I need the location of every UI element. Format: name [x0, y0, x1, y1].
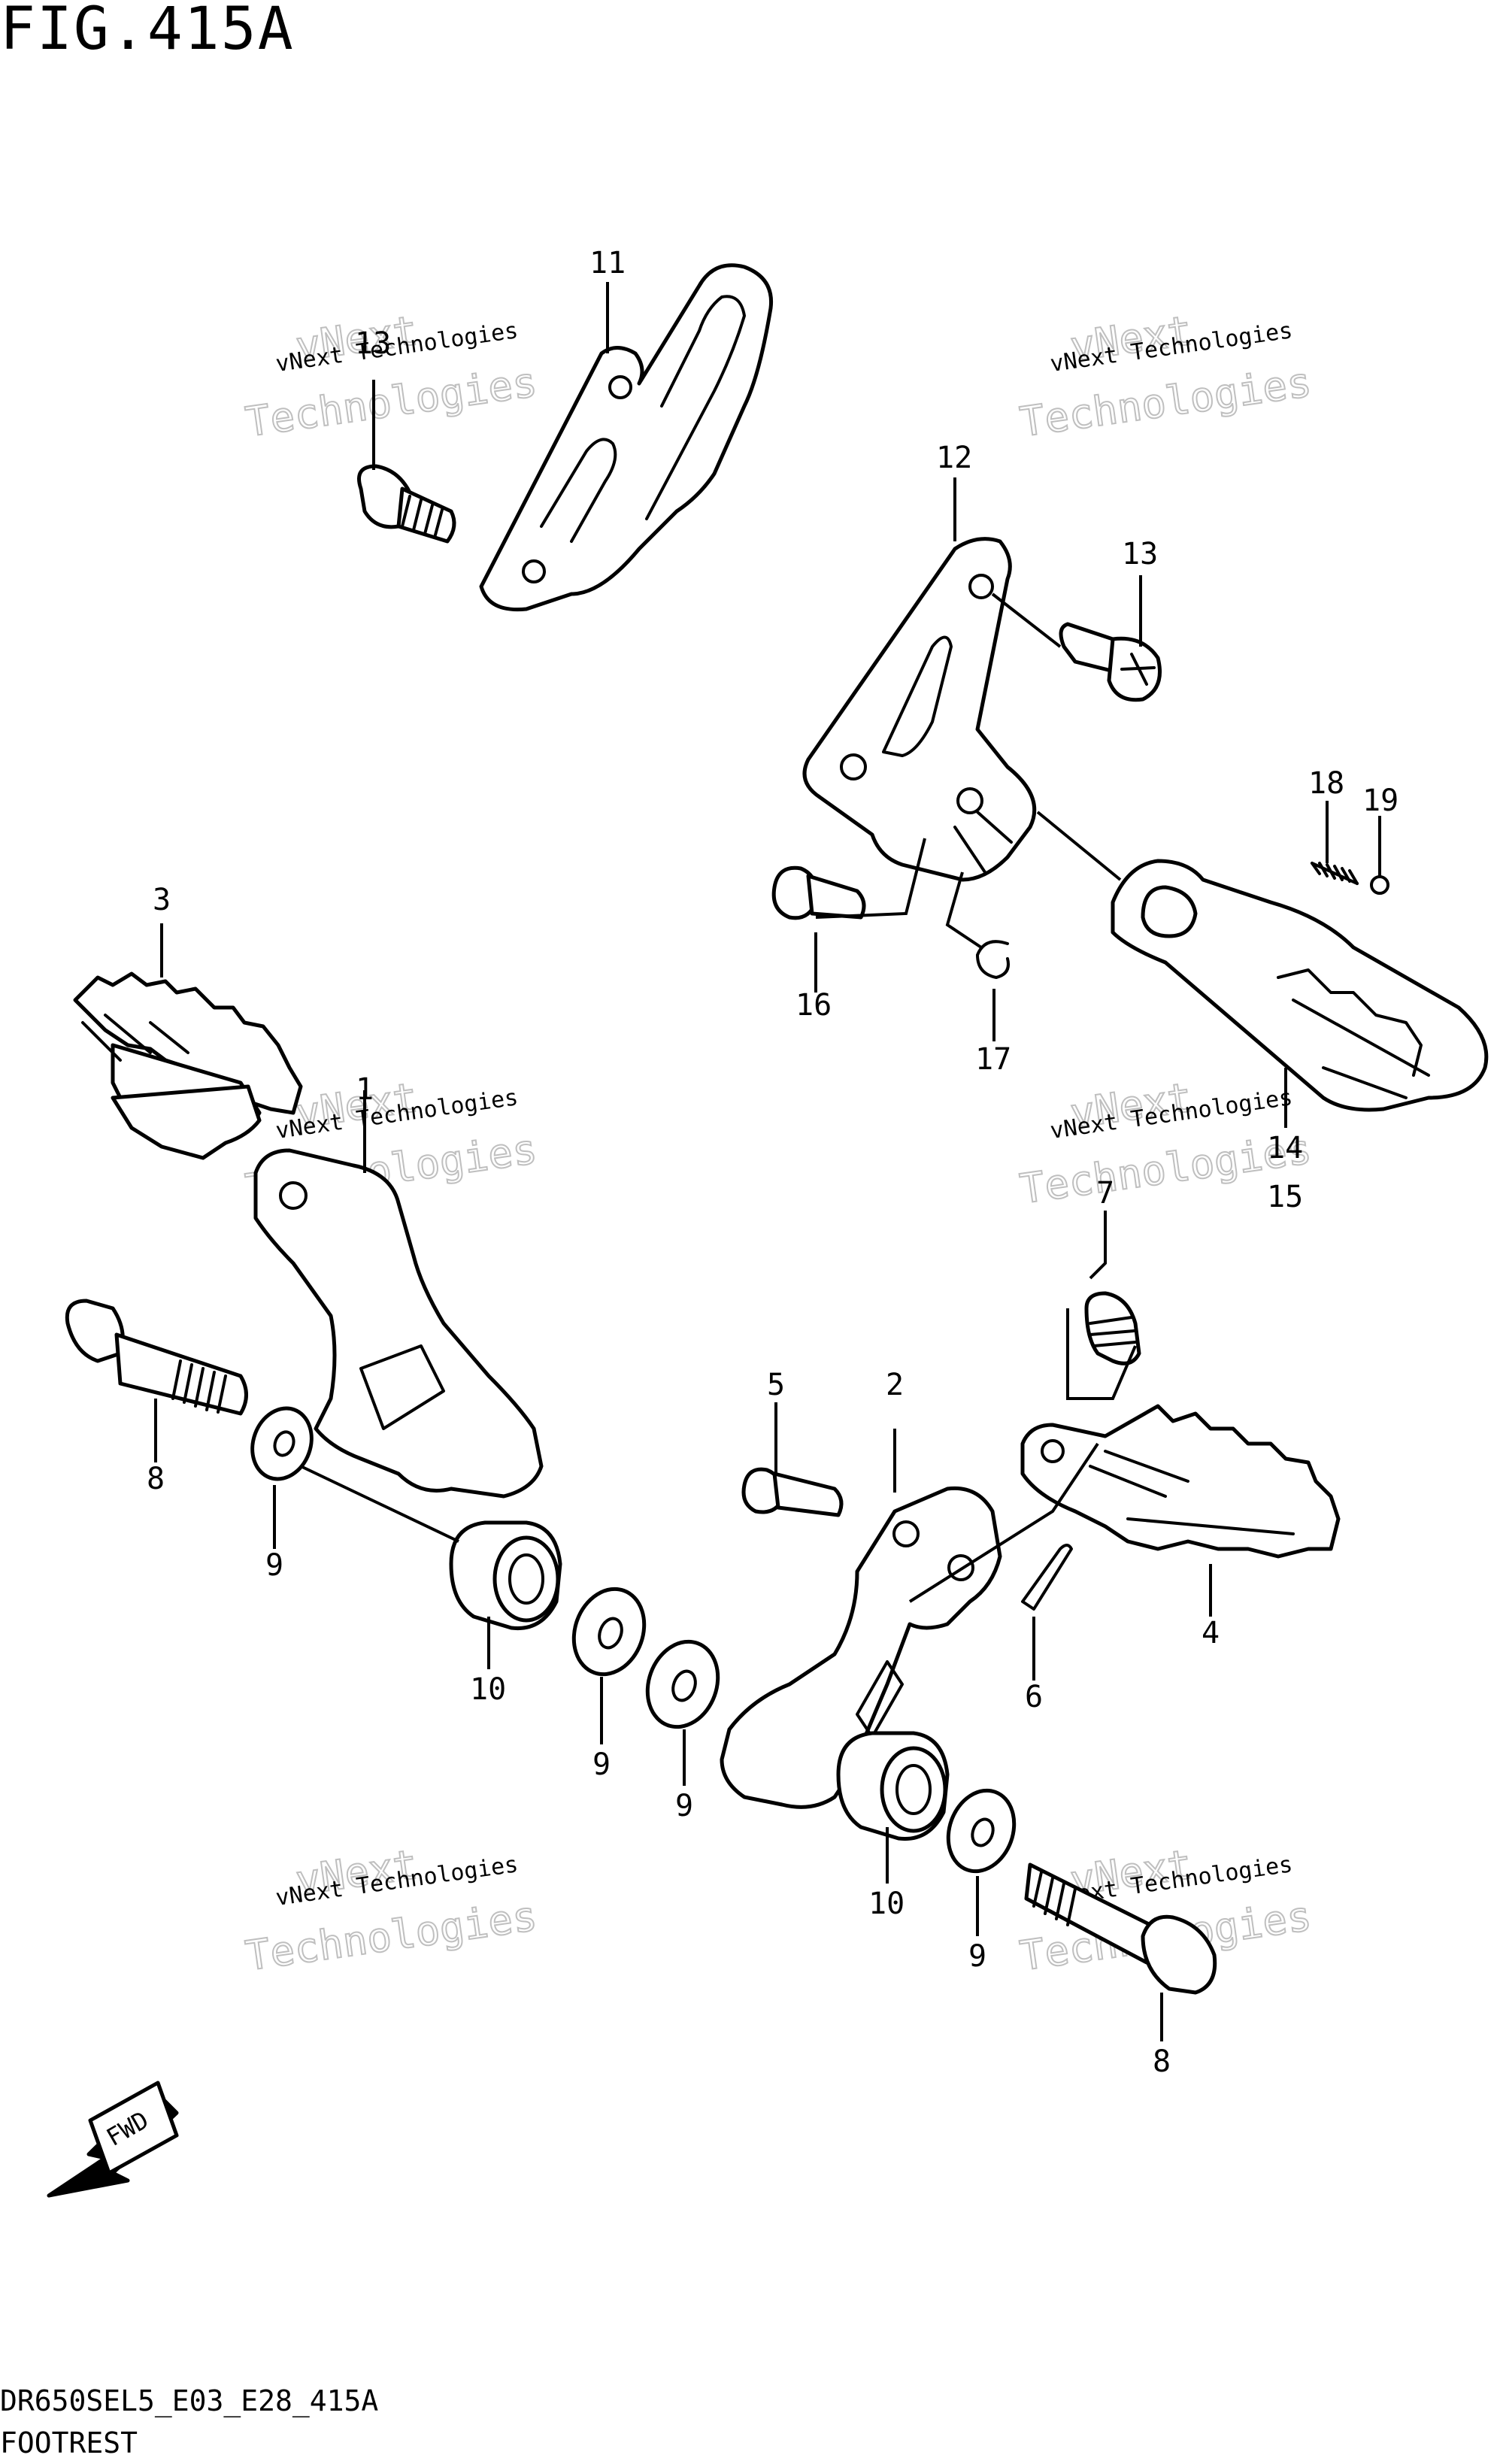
part-1-bracket [253, 1148, 544, 1499]
part-18-spring [1311, 862, 1359, 885]
part-3-footrest [73, 971, 303, 1160]
callout-5: 5 [767, 1368, 785, 1402]
leader-2-line [908, 1442, 1099, 1603]
figure-code: DR650SEL5_E03_E28_415A [0, 2384, 379, 2417]
fwd-arrow: FWD [47, 2081, 179, 2198]
part-11-bracket [479, 263, 774, 612]
callout-1: 1 [356, 1072, 374, 1107]
part-8-bolt [1024, 1862, 1217, 1995]
callouts: 11 13 12 13 18 19 16 17 14 15 3 1 8 9 10… [147, 246, 1399, 2079]
callout-9: 9 [968, 1939, 986, 1974]
part-9-washer [946, 1788, 1017, 1874]
callout-16: 16 [795, 988, 832, 1023]
part-16-pin [771, 865, 866, 920]
part-2-bracket [720, 1486, 1002, 1809]
part-10-bushing [836, 1731, 950, 1841]
callout-2: 2 [886, 1368, 904, 1402]
callout-8: 8 [1153, 2044, 1171, 2079]
callout-11: 11 [589, 246, 626, 280]
part-17-clip [976, 940, 1010, 979]
part-6-cotter-pin [1021, 1544, 1073, 1611]
part-7-spring [1084, 1291, 1141, 1365]
part-9-washer [571, 1587, 647, 1677]
watermark-bottom-left: Technologies vNext vNext Technologies [242, 1840, 541, 1981]
part-9-washer [250, 1406, 314, 1481]
part-4-footrest [1020, 1404, 1341, 1559]
callout-9: 9 [592, 1747, 611, 1782]
leader-9a-line [300, 1465, 459, 1543]
part-19-ball [1370, 875, 1389, 895]
callout-17: 17 [975, 1042, 1011, 1077]
leader-13b-line [991, 593, 1062, 648]
part-14-footrest [1111, 859, 1489, 1112]
callout-12: 12 [936, 441, 972, 475]
leader-7 [1089, 1211, 1107, 1280]
callout-10: 10 [868, 1887, 905, 1921]
part-13-bolt [357, 464, 456, 544]
callout-8: 8 [147, 1462, 165, 1496]
part-13-bolt [1059, 622, 1162, 702]
figure-title: FIG.415A [0, 0, 295, 63]
callout-13: 13 [1122, 537, 1158, 571]
watermark-top-right: Technologies vNext vNext Technologies [1017, 306, 1315, 447]
callout-13: 13 [355, 326, 391, 361]
callout-14: 14 [1267, 1131, 1303, 1165]
callout-15: 15 [1267, 1180, 1303, 1214]
callout-9: 9 [265, 1548, 283, 1583]
part-8-bolt [65, 1299, 248, 1416]
part-5-pin [741, 1467, 844, 1517]
leader-14-line [1036, 811, 1122, 881]
callout-4: 4 [1202, 1616, 1220, 1650]
part-9-washer [645, 1639, 720, 1729]
callout-3: 3 [153, 883, 171, 917]
leader-17-line [945, 871, 983, 949]
callout-9: 9 [675, 1789, 693, 1823]
callout-18: 18 [1308, 766, 1344, 801]
figure-name: FOOTREST [0, 2426, 138, 2459]
part-12-bracket [802, 537, 1037, 882]
watermark-top-left: Technologies vNext vNext Technologies [242, 306, 541, 447]
leader-7-line [1066, 1308, 1137, 1400]
callout-7: 7 [1096, 1176, 1114, 1211]
callout-10: 10 [470, 1672, 506, 1707]
callout-6: 6 [1025, 1680, 1043, 1714]
callout-19: 19 [1362, 783, 1399, 818]
part-10-bushing [449, 1520, 562, 1631]
leader-lines [154, 282, 1381, 2041]
leader-16-line [815, 838, 926, 919]
